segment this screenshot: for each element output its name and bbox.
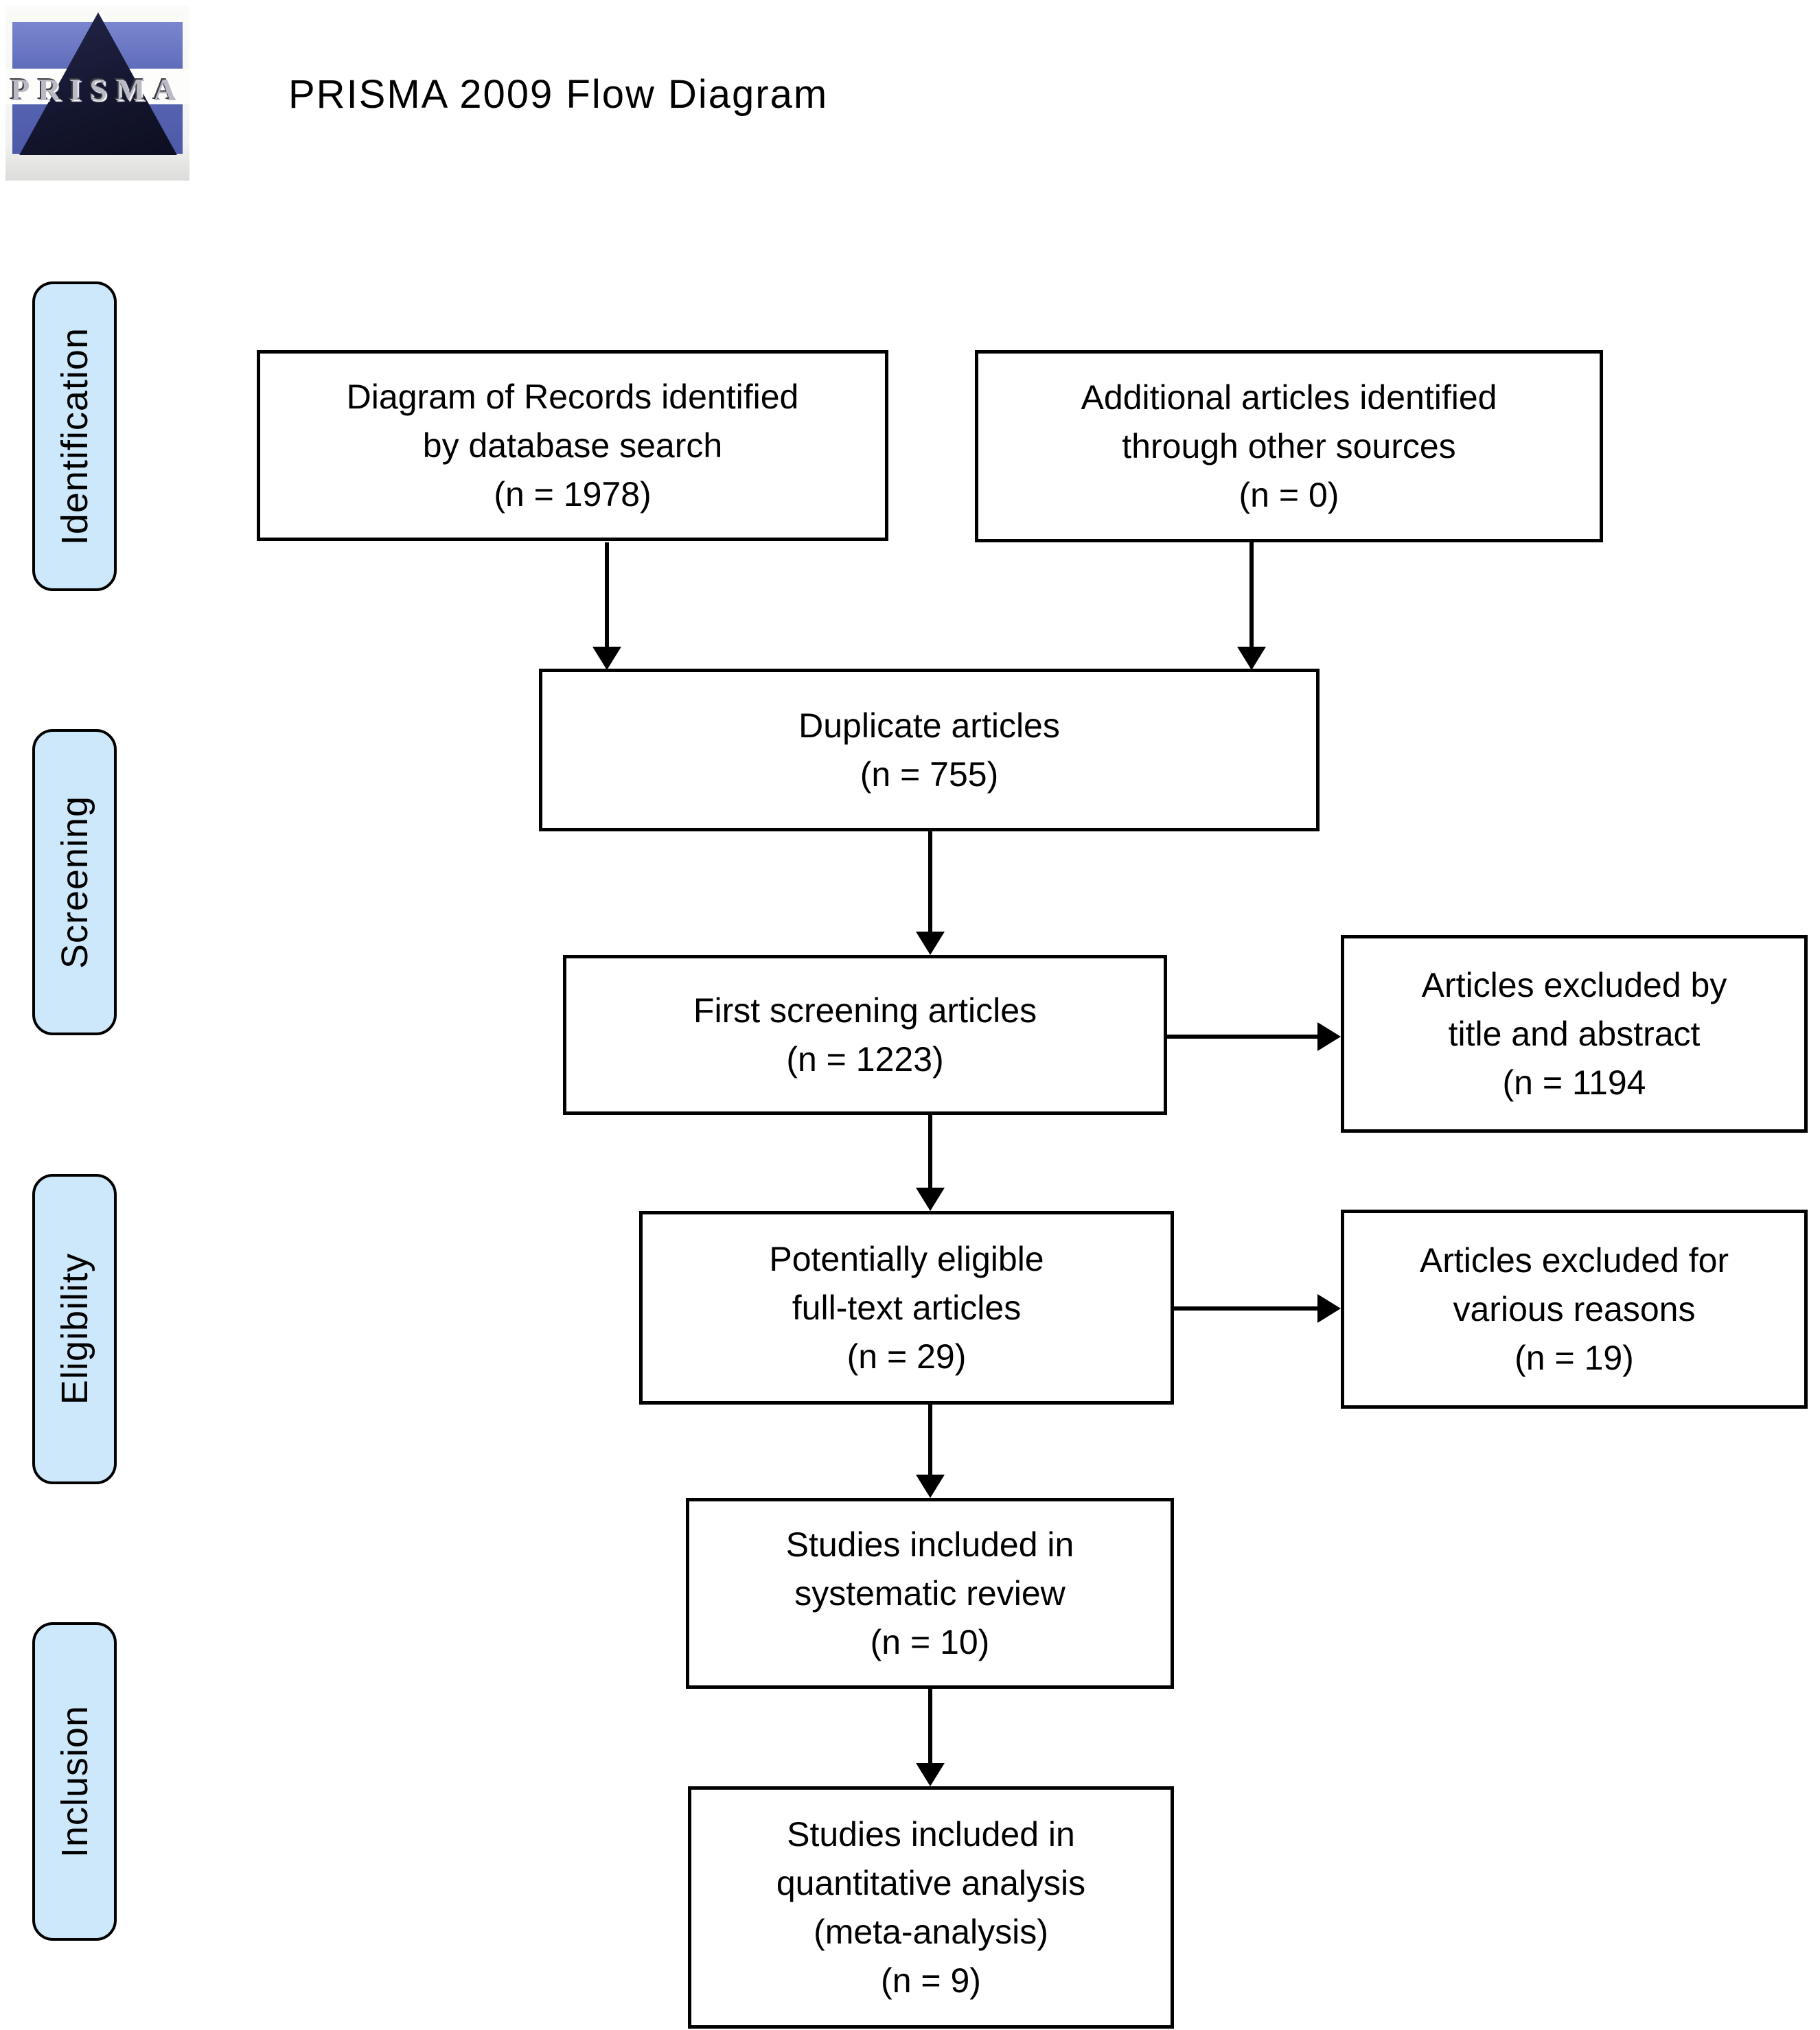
box-records-identified-text: Diagram of Records identified by databas…: [346, 377, 799, 514]
box-first-screening-text: First screening articles (n = 1223): [693, 991, 1037, 1079]
arrow-first-screening-to-excluded-title: [1167, 1022, 1341, 1051]
box-first-screening: First screening articles (n = 1223): [563, 955, 1167, 1115]
stage-label-inclusion: Inclusion: [32, 1622, 117, 1941]
box-excluded-various-reasons: Articles excluded for various reasons (n…: [1341, 1210, 1808, 1409]
arrow-systematic-review-to-meta-analysis: [916, 1689, 945, 1786]
box-records-identified: Diagram of Records identified by databas…: [257, 350, 888, 541]
stage-label-identification: Identification: [32, 281, 117, 591]
box-systematic-review-text: Studies included in systematic review (n…: [785, 1525, 1074, 1661]
box-potentially-eligible: Potentially eligible full-text articles …: [639, 1211, 1174, 1405]
stage-label-screening: Screening: [32, 729, 117, 1035]
box-systematic-review: Studies included in systematic review (n…: [686, 1498, 1174, 1689]
arrow-additional-to-duplicate: [1237, 542, 1266, 670]
logo-wordmark: PRISMA: [10, 72, 185, 107]
box-excluded-by-title-abstract-text: Articles excluded by title and abstract …: [1421, 965, 1727, 1102]
arrow-potentially-eligible-to-systematic-review: [916, 1405, 945, 1498]
arrow-potentially-eligible-to-excluded-various: [1174, 1294, 1341, 1323]
box-additional-articles-text: Additional articles identified through o…: [1081, 378, 1497, 514]
page-title: PRISMA 2009 Flow Diagram: [288, 72, 829, 117]
box-duplicate-articles-text: Duplicate articles (n = 755): [798, 706, 1060, 794]
stage-label-eligibility: Eligibility: [32, 1174, 117, 1484]
prisma-logo: PRISMA: [5, 5, 189, 181]
arrow-first-screening-to-potentially-eligible: [916, 1115, 945, 1211]
box-additional-articles: Additional articles identified through o…: [975, 350, 1603, 542]
box-meta-analysis: Studies included in quantitative analysi…: [688, 1786, 1174, 2029]
box-duplicate-articles: Duplicate articles (n = 755): [539, 669, 1320, 831]
box-potentially-eligible-text: Potentially eligible full-text articles …: [769, 1239, 1044, 1376]
arrow-duplicate-to-first-screening: [916, 831, 945, 955]
box-meta-analysis-text: Studies included in quantitative analysi…: [776, 1814, 1086, 2000]
box-excluded-various-reasons-text: Articles excluded for various reasons (n…: [1419, 1241, 1729, 1377]
box-excluded-by-title-abstract: Articles excluded by title and abstract …: [1341, 935, 1808, 1133]
arrow-records-to-duplicate: [592, 542, 621, 670]
